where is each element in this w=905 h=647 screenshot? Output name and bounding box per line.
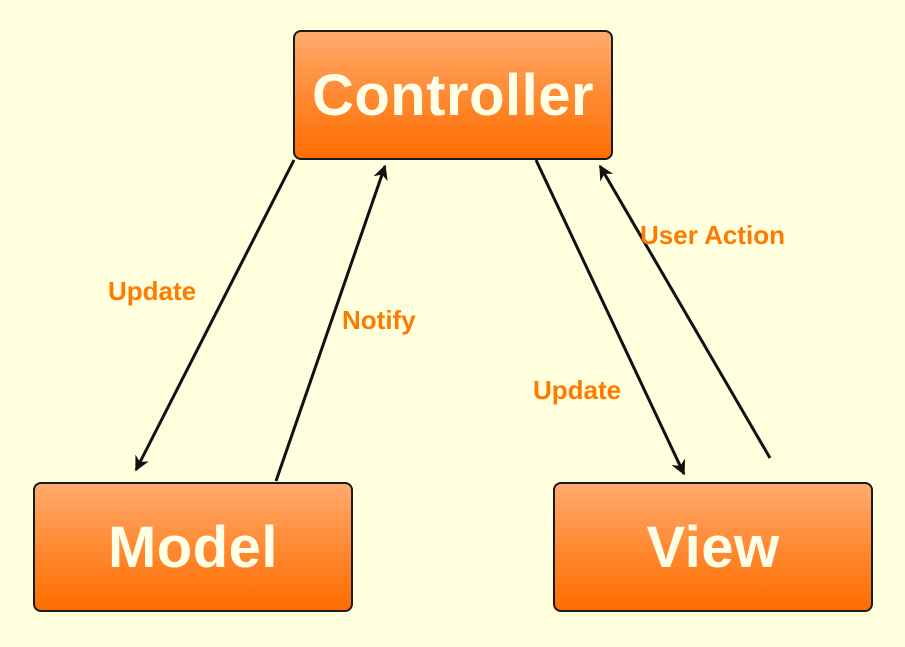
view-box: View [553,482,873,612]
model-label: Model [107,514,279,580]
arrow-controller-to-model [134,159,296,472]
arrow-controller-to-view [534,159,686,476]
arrow-view-to-controller [598,164,772,459]
edge-label-model-to-controller: Notify [342,305,416,335]
view-label: View [646,514,780,580]
controller-label: Controller [311,62,595,128]
controller-box: Controller [293,30,613,160]
edge-label-controller-to-view: Update [533,375,622,405]
model-box: Model [33,482,353,612]
edge-label-view-to-controller: User Action [640,220,785,250]
arrow-model-to-controller [274,164,388,482]
edge-label-controller-to-model: Update [108,276,197,306]
